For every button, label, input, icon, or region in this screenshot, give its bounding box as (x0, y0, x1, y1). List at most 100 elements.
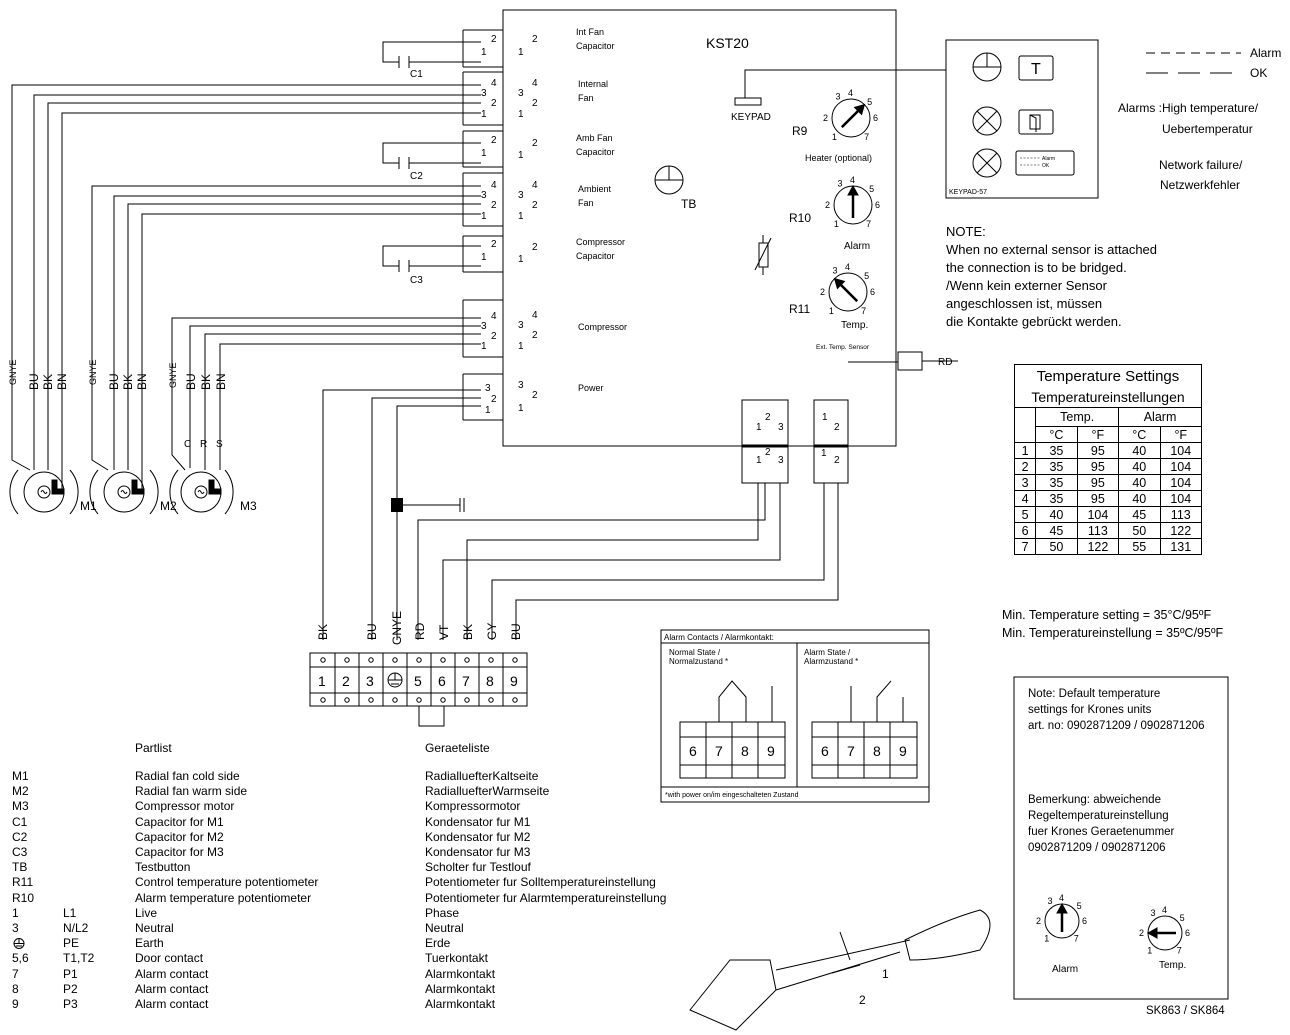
partlist-de: Kondensator fur M1 (425, 814, 531, 829)
term-num-1: 1 (318, 673, 326, 689)
partlist-en: Alarm contact (135, 981, 209, 996)
partlist-sub: T1,T2 (63, 951, 95, 966)
dial-number: 6 (873, 113, 878, 123)
partlist-de: Alarmkontakt (425, 997, 496, 1011)
m1-wire-bu: BU (27, 373, 41, 390)
term-num-9: 9 (510, 673, 518, 689)
dial-number: 5 (869, 184, 874, 194)
ac-normal-7: 7 (715, 743, 723, 759)
m3-wire-bn: BN (214, 373, 228, 390)
ground-node (391, 498, 403, 512)
partlist-en: Earth (135, 936, 164, 951)
temp-table-cell: 95 (1076, 474, 1120, 491)
dial-arrow-head (1056, 902, 1068, 914)
partlist-de: RadialluefterWarmseite (425, 784, 550, 799)
terminal-screw (344, 657, 350, 663)
partlist-de: Alarmkontakt (425, 981, 496, 996)
motor-m3-label: M3 (240, 499, 257, 513)
partlist-code: C3 (12, 845, 28, 859)
temp-table-cell: 104 (1159, 442, 1203, 459)
partlist-code: M3 (12, 799, 29, 814)
dial-arrow-head (833, 277, 846, 290)
cap2-label-a: Amb Fan (576, 133, 613, 143)
rd-label: RD (938, 357, 952, 368)
legend-alarm: Alarm (1250, 46, 1281, 60)
partlist-sub: PE (63, 936, 80, 951)
temp-table-cell: 122 (1159, 522, 1203, 539)
comp-inner3: 3 (518, 320, 524, 331)
partlist-code: 7 (12, 966, 19, 981)
amb-fan-pin4: 4 (491, 180, 497, 191)
ac-normal-8: 8 (741, 743, 749, 759)
cap1-label-a: Int Fan (576, 27, 604, 37)
dial-number: 3 (833, 265, 838, 275)
temp-table-cell: 40 (1035, 506, 1078, 523)
partlist-code: M1 (12, 769, 29, 783)
terminal-screw (512, 657, 518, 663)
dial-number: 2 (823, 113, 828, 123)
partlist-en: Radial fan cold side (135, 769, 240, 783)
terminal-screw (368, 697, 374, 703)
term-num-7: 7 (462, 673, 470, 689)
temp-table-cell: 50 (1035, 538, 1078, 555)
terminal-screw (464, 657, 470, 663)
temp-table-cell: 45 (1035, 522, 1078, 539)
dial-number: 4 (845, 262, 850, 272)
partlist-de: RadialluefterKaltseite (425, 769, 539, 783)
temp-table-cell: 113 (1159, 506, 1203, 523)
krones-note-en-3: art. no: 0902871209 / 0902871206 (1028, 720, 1205, 732)
int-fan-inner3: 3 (518, 88, 524, 99)
term-wire-7: BK (461, 624, 475, 640)
cap1-inner-a: 2 (532, 34, 538, 45)
alarm-state-2: Alarmzustand * (804, 657, 858, 666)
dial-number: 1 (1044, 934, 1049, 944)
min-temp-1: Min. Temperature setting = 35°C/95ºF (1002, 608, 1212, 622)
partlist-sub: L1 (63, 905, 77, 920)
temp-table-cell: 5 (1013, 506, 1037, 523)
terminal-screw (320, 657, 326, 663)
temp-table-unit: °F (1159, 426, 1203, 443)
partlist-en: Capacitor for M2 (135, 829, 224, 844)
dial-number: 5 (1077, 901, 1082, 911)
partlist-de: Erde (425, 936, 451, 951)
bc-left-top-3: 3 (778, 422, 784, 433)
temp-table-cell: 122 (1076, 538, 1120, 555)
cap1-pin-a: 2 (491, 34, 497, 45)
partlist-header-en: Partlist (135, 741, 172, 755)
r10-caption: Alarm (844, 241, 870, 252)
term-wire-1: BK (316, 624, 330, 640)
m1-wire-bk: BK (41, 374, 55, 390)
amb-fan-label-a: Ambient (578, 184, 612, 194)
amb-fan-label-b: Fan (578, 198, 594, 208)
partlist-sub: P2 (63, 981, 78, 996)
partlist-en: Alarm contact (135, 997, 209, 1011)
dial-number: 6 (1185, 928, 1190, 938)
cap3-label-a: Compressor (576, 237, 625, 247)
r9-dial[interactable] (831, 98, 871, 138)
temp-table-cell: 104 (1076, 506, 1120, 523)
r9-caption: Heater (optional) (805, 153, 872, 163)
alarm-contacts-title: Alarm Contacts / Alarmkontakt: (664, 633, 774, 642)
dial-number: 7 (1177, 946, 1182, 956)
cap1-label-b: Capacitor (576, 41, 615, 51)
temp-table-cell: 40 (1118, 474, 1161, 491)
term-wire-pe: GNYE (390, 611, 404, 645)
r11-dial[interactable] (828, 272, 868, 312)
temp-table-cell: 40 (1118, 490, 1161, 507)
dial-number: 2 (1036, 916, 1041, 926)
temp-table-cell: 1 (1013, 442, 1037, 459)
partlist-en: Capacitor for M1 (135, 814, 224, 829)
motor-icon (37, 479, 65, 499)
partlist-sub: P1 (63, 966, 78, 981)
terminal-screw (416, 657, 422, 663)
terminal-screw (440, 697, 446, 703)
power-pin2: 2 (491, 394, 497, 405)
screwdriver-step-2: 2 (859, 993, 866, 1007)
note-line-4: angeschlossen ist, müssen (946, 296, 1103, 311)
dial-number: 7 (864, 132, 869, 142)
partlist-code: C1 (12, 814, 28, 829)
term-num-3: 3 (366, 673, 374, 689)
cap1-id: C1 (410, 69, 423, 80)
